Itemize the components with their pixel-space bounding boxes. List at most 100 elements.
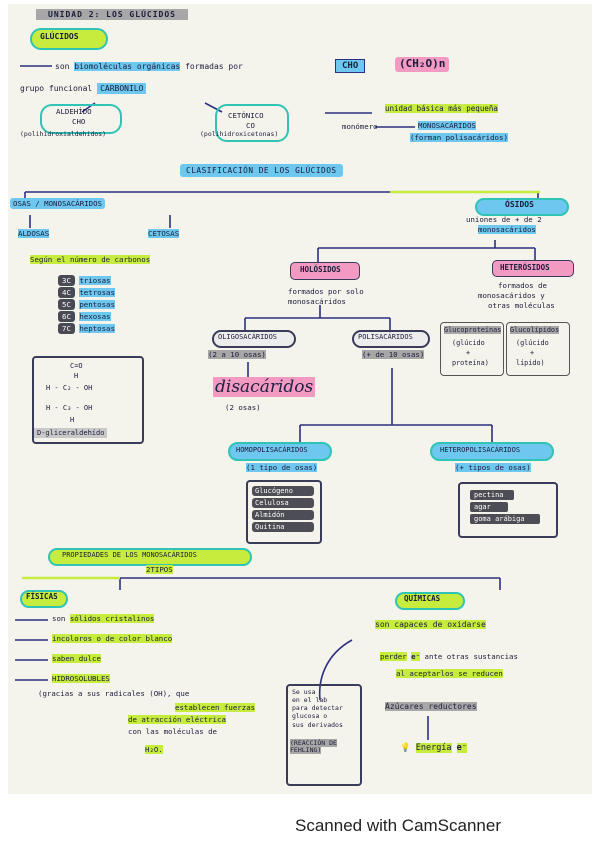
homo-sub: (1 tipo de osas) [246, 463, 318, 472]
azucares-label: Azúcares reductores [385, 702, 477, 711]
homo-item: Almidón [252, 510, 314, 521]
quimicas-title: QUÍMICAS [404, 594, 441, 603]
homo-list: Glucógeno Celulosa Almidón Quitina [252, 484, 314, 534]
glucidos-label: GLÚCIDOS [40, 32, 79, 41]
poli-range: (+ de 10 osas) [362, 350, 425, 359]
propiedades-title: PROPIEDADES DE LOS MONOSACÁRIDOS [62, 551, 197, 559]
heterosidos-title: HETERÓSIDOS [500, 263, 550, 272]
segun-label: Según el número de carbonos [30, 255, 151, 264]
cetonico-oval [215, 104, 289, 142]
disacaridos-title: disacáridos [213, 377, 316, 397]
camscanner-footer: Scanned with CamScanner [295, 816, 502, 835]
fehling-reaction: (REACCIÓN DE FEHLING) [290, 739, 337, 755]
aldehido-note: (polihidroxialdehídos) [20, 130, 107, 138]
oligo-badge [212, 330, 296, 348]
h2o-text: H₂O. [145, 745, 163, 754]
fisicas-item: son sólidos cristalinos [52, 614, 155, 623]
homo-badge [228, 442, 332, 461]
energia-line: 💡 Energía e⁻ [400, 743, 467, 753]
holosidos-title: HOLÓSIDOS [300, 265, 341, 274]
gluco2-sub3: lípido) [516, 359, 545, 367]
cho-box: CHO [335, 59, 366, 74]
heterosidos-sub1: formados de [498, 281, 547, 290]
structure-line-5: H [70, 416, 75, 424]
fehling-note: Se usa en el lab para detectar glucosa o… [292, 688, 343, 729]
fisicas-item: HIDROSOLUBLES [52, 674, 110, 683]
cetonico-sub: CO [246, 121, 255, 130]
gluco-sub3: proteína) [452, 359, 489, 367]
gluco2-sub: (glúcido [516, 339, 549, 347]
heterosidos-badge [492, 260, 574, 277]
osidos-badge [475, 198, 569, 216]
gracias-text: (gracias a sus radicales (OH), que [38, 689, 190, 698]
hetero-item: agar [470, 502, 508, 513]
osidos-sub1: uniones de + de 2 [466, 215, 542, 224]
hetero-item: goma arábiga [470, 514, 540, 525]
oligo-range: (2 a 10 osas) [208, 350, 266, 359]
hetero-item: pectina [470, 490, 514, 501]
aldehido-label: ALDEHÍDO [56, 107, 92, 116]
aldehido-sub: CHO [72, 117, 86, 126]
gluco-sub2: + [466, 349, 471, 357]
hetero-title: HETEROPOLISACÁRIDOS [440, 446, 521, 454]
oligo-title: OLIGOSACÁRIDOS [218, 333, 278, 341]
monomero-label: monómero [342, 122, 378, 131]
holosidos-sub2: monosacáridos [288, 297, 346, 306]
carbon-list: 3C triosas 4C tetrosas 5C pentosas 6C he… [58, 275, 115, 335]
gluco-sub: (glúcido [452, 339, 485, 347]
poli-title: POLISACÁRIDOS [358, 333, 413, 341]
hetero-sub: (+ tipos de osas) [455, 463, 531, 472]
homo-item: Glucógeno [252, 486, 314, 497]
formula: (CH₂O)n [395, 57, 450, 72]
structure-line-3: H - C₂ - OH [46, 384, 93, 392]
glucoproteinas-box [440, 322, 504, 376]
holosidos-badge [290, 262, 360, 280]
holosidos-sub1: formados por solo [288, 287, 364, 296]
osas-title: OSAS / MONOSACÁRIDOS [10, 198, 105, 209]
homo-item: Celulosa [252, 498, 314, 509]
homo-title: HOMOPOLISACÁRIDOS [236, 446, 308, 454]
carbon-item: 7C heptosas [58, 322, 115, 335]
hetero-badge [430, 442, 554, 461]
mono-label: MONOSACÁRIDOS [418, 121, 476, 130]
aldosas-label: ALDOSAS [18, 229, 50, 238]
osidos-title: ÓSIDOS [505, 200, 534, 209]
fisicas-badge [20, 590, 68, 608]
osidos-sub2: monosacáridos [478, 225, 536, 234]
capaces-text: son capaces de oxidarse [375, 620, 486, 629]
structure-line-1: C=O [70, 362, 83, 370]
structure-line-2: H [74, 372, 79, 380]
lightbulb-icon: 💡 [400, 743, 411, 753]
group-line: grupo funcional CARBONILO [20, 83, 147, 94]
forman-label: (forman polisacáridos) [410, 133, 508, 142]
gluco2-sub2: + [530, 349, 535, 357]
tipos-label: 2TIPOS [146, 565, 173, 574]
carbon-item: 4C tetrosas [58, 286, 115, 299]
carbon-item: 6C hexosas [58, 310, 115, 323]
gliceraldehido-box [32, 356, 144, 444]
fisicas-item: saben dulce [52, 654, 101, 663]
carbon-item: 3C triosas [58, 275, 115, 287]
fisicas-title: FÍSICAS [26, 592, 58, 601]
glucidos-badge [30, 28, 108, 50]
homo-item: Quitina [252, 522, 314, 533]
cetosas-label: CETOSAS [148, 229, 180, 238]
fehling-note-box [286, 684, 362, 786]
gluco2-label: Glucolípidos [510, 326, 560, 334]
hetero-list-box [458, 482, 558, 538]
cetonico-label: CETÓNICO [228, 111, 264, 120]
disacaridos-sub: (2 osas) [225, 403, 261, 412]
unidad-text: unidad básica más pequeña [385, 104, 498, 113]
aceptarlos-line: al aceptarlos se reducen [396, 669, 503, 678]
cetonico-note: (polihidroxicetonas) [200, 130, 279, 138]
structure-line-4: H - C₃ - OH [46, 404, 93, 412]
aldehido-oval [40, 104, 122, 134]
homo-list-box [246, 480, 322, 544]
quimicas-badge [395, 592, 465, 610]
glucolipidos-box [506, 322, 570, 376]
poli-badge [352, 330, 430, 348]
perder-line: perder e⁻ ante otras sustancias [380, 652, 518, 661]
page-title: UNIDAD 2: LOS GLÚCIDOS [36, 9, 188, 20]
heterosidos-sub3: otras moléculas [488, 301, 555, 310]
